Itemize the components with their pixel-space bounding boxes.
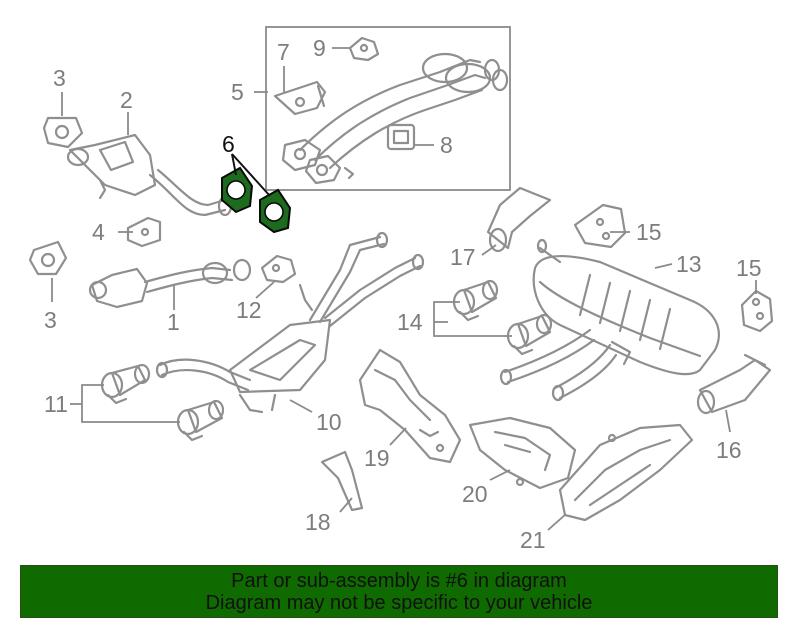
- part-5-inset-box: [265, 26, 511, 191]
- banner-line-1: Part or sub-assembly is #6 in diagram: [231, 569, 567, 592]
- leader-18: [339, 497, 353, 513]
- leader-16: [725, 409, 731, 433]
- callout-9: 9: [313, 35, 326, 61]
- callout-17: 17: [450, 244, 476, 270]
- callout-3-top: 3: [53, 65, 66, 91]
- callout-16: 16: [716, 437, 742, 463]
- part-18-bracket[interactable]: [320, 450, 364, 512]
- part-15-hanger-upper[interactable]: [573, 203, 627, 249]
- callout-8: 8: [440, 132, 453, 158]
- callout-19: 19: [364, 445, 390, 471]
- leader-17: [481, 244, 497, 256]
- leader-14: [433, 301, 512, 337]
- part-3-gasket-top[interactable]: [42, 116, 84, 149]
- callout-2: 2: [120, 87, 133, 113]
- callout-20: 20: [462, 481, 488, 507]
- leader-10: [289, 399, 313, 413]
- leader-13: [654, 263, 673, 269]
- part-6-gasket-left[interactable]: [221, 166, 254, 214]
- callout-5: 5: [231, 79, 244, 105]
- callout-13: 13: [676, 251, 702, 277]
- part-15-hanger-right[interactable]: [740, 289, 774, 333]
- part-4-bracket[interactable]: [126, 216, 162, 248]
- leader-12: [255, 281, 275, 299]
- part-6-gasket-right[interactable]: [259, 188, 292, 234]
- leader-11: [81, 384, 180, 423]
- callout-21: 21: [520, 527, 546, 553]
- part-9-hanger[interactable]: [348, 36, 380, 62]
- part-6-leader-a: [231, 153, 237, 176]
- part-6-leader-b: [231, 153, 271, 197]
- callout-14: 14: [397, 309, 423, 335]
- callout-15-right: 15: [736, 255, 762, 281]
- part-2-catalytic-pipe[interactable]: [66, 133, 233, 217]
- callout-3-bottom: 3: [44, 307, 57, 333]
- callout-1: 1: [167, 309, 180, 335]
- part-1-pipe[interactable]: [88, 258, 252, 309]
- part-11-clamp-lower[interactable]: [176, 399, 225, 442]
- callout-15-upper: 15: [636, 219, 662, 245]
- info-banner: Part or sub-assembly is #6 in diagram Di…: [20, 565, 778, 618]
- part-7-bracket[interactable]: [273, 80, 327, 116]
- part-5-front-pipe-assembly[interactable]: [281, 52, 509, 185]
- callout-10: 10: [316, 409, 342, 435]
- part-20-heat-shield[interactable]: [468, 416, 577, 490]
- leader-20: [489, 469, 511, 481]
- callout-11: 11: [44, 391, 68, 417]
- part-3-gasket-bottom[interactable]: [28, 240, 68, 276]
- part-13-rear-muffler[interactable]: [499, 238, 720, 402]
- part-12-hanger[interactable]: [260, 254, 297, 284]
- leader-19: [389, 427, 407, 446]
- exhaust-parts-diagram: 3 2 4 5 7 9 8 6 3 1 12 17 15 13 15 14 11…: [28, 26, 774, 553]
- part-14-clamp-lower[interactable]: [506, 313, 553, 356]
- callout-12: 12: [236, 297, 262, 323]
- banner-line-2: Diagram may not be specific to your vehi…: [205, 591, 593, 614]
- part-14-clamp-upper[interactable]: [452, 279, 499, 322]
- callout-18: 18: [305, 509, 331, 535]
- part-19-heat-shield[interactable]: [358, 348, 462, 464]
- part-16-tailpipe-tip[interactable]: [696, 353, 772, 415]
- part-8-insulator[interactable]: [386, 123, 416, 151]
- part-10-intermediate-pipe[interactable]: [155, 231, 425, 414]
- part-11-clamp-upper[interactable]: [100, 363, 151, 405]
- callout-6: 6: [222, 131, 235, 157]
- callout-4: 4: [92, 219, 105, 245]
- part-17-tailpipe-tip[interactable]: [486, 186, 552, 253]
- callout-7: 7: [277, 39, 290, 65]
- part-21-heat-shield[interactable]: [558, 423, 694, 522]
- leader-21: [547, 513, 567, 531]
